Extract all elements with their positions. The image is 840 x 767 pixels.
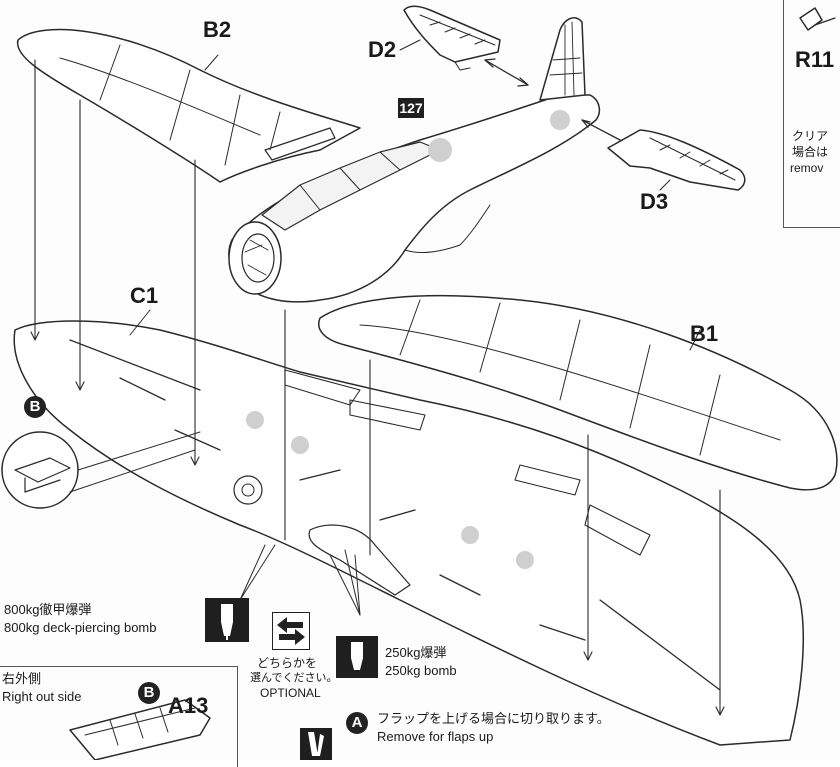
wing-b1 (318, 294, 838, 491)
leader-lines (129, 39, 701, 616)
label-d2: D2 (368, 37, 397, 62)
stabilizer-d2 (403, 5, 501, 63)
flaps-note-ja: フラップを上げる場合に切り取ります。 (377, 711, 610, 726)
bomb-800-en: 800kg deck-piercing bomb (4, 620, 157, 635)
bomb-250-ja: 250kg爆弾 (385, 645, 447, 660)
side-panel-frame (783, 0, 840, 228)
bomb-800-ja: 800kg徹甲爆弾 (4, 602, 92, 617)
optional-ja-line2: 選んでください。 (250, 672, 338, 684)
guide-lines (30, 59, 725, 716)
side-note-line2: 場合は (792, 145, 829, 159)
optional-swap-icon (272, 612, 310, 650)
r11-part (799, 7, 823, 31)
wing-b2-flap (264, 127, 336, 161)
attachment-highlights (246, 110, 570, 569)
side-note-line3: remov (790, 161, 824, 175)
fuselage (228, 94, 601, 303)
fuselage-belly (404, 204, 491, 253)
label-d3: D3 (640, 189, 669, 214)
label-c1: C1 (130, 283, 159, 308)
label-b1: B1 (690, 321, 719, 346)
tail-ribs (549, 21, 583, 96)
label-a13: A13 (168, 693, 209, 718)
callout-b-icon: B (24, 396, 46, 418)
optional-ja-line1: どちらかを (257, 656, 318, 670)
arrow-d3 (581, 119, 621, 141)
bomb-rack (308, 524, 411, 596)
arrow-d2 (484, 59, 529, 86)
step-reference-badge: 127 (398, 98, 424, 118)
bomb-250-en: 250kg bomb (385, 663, 457, 678)
flaps-right (514, 464, 651, 556)
callout-a-icon: A (346, 712, 368, 734)
bomb-800-icon (205, 598, 249, 642)
side-note-line1: クリア (792, 129, 829, 143)
inset-title-ja: 右外側 (2, 671, 42, 686)
label-r11: R11 (795, 47, 835, 72)
label-b2: B2 (203, 17, 232, 42)
inset-frame (0, 666, 238, 767)
wing-b2-panel-lines (59, 44, 281, 166)
cut-tool-icon (300, 728, 332, 760)
optional-en: OPTIONAL (260, 686, 321, 700)
stabilizer-d3 (607, 129, 746, 191)
bomb-250-icon (336, 636, 378, 678)
flaps-note-en: Remove for flaps up (377, 729, 494, 744)
inset-title-en: Right out side (2, 689, 82, 704)
callout-b-inset-icon: B (138, 682, 160, 704)
wing-c1 (13, 320, 804, 746)
wing-b1-panel-lines (359, 299, 781, 456)
engine-cowl (228, 221, 282, 295)
